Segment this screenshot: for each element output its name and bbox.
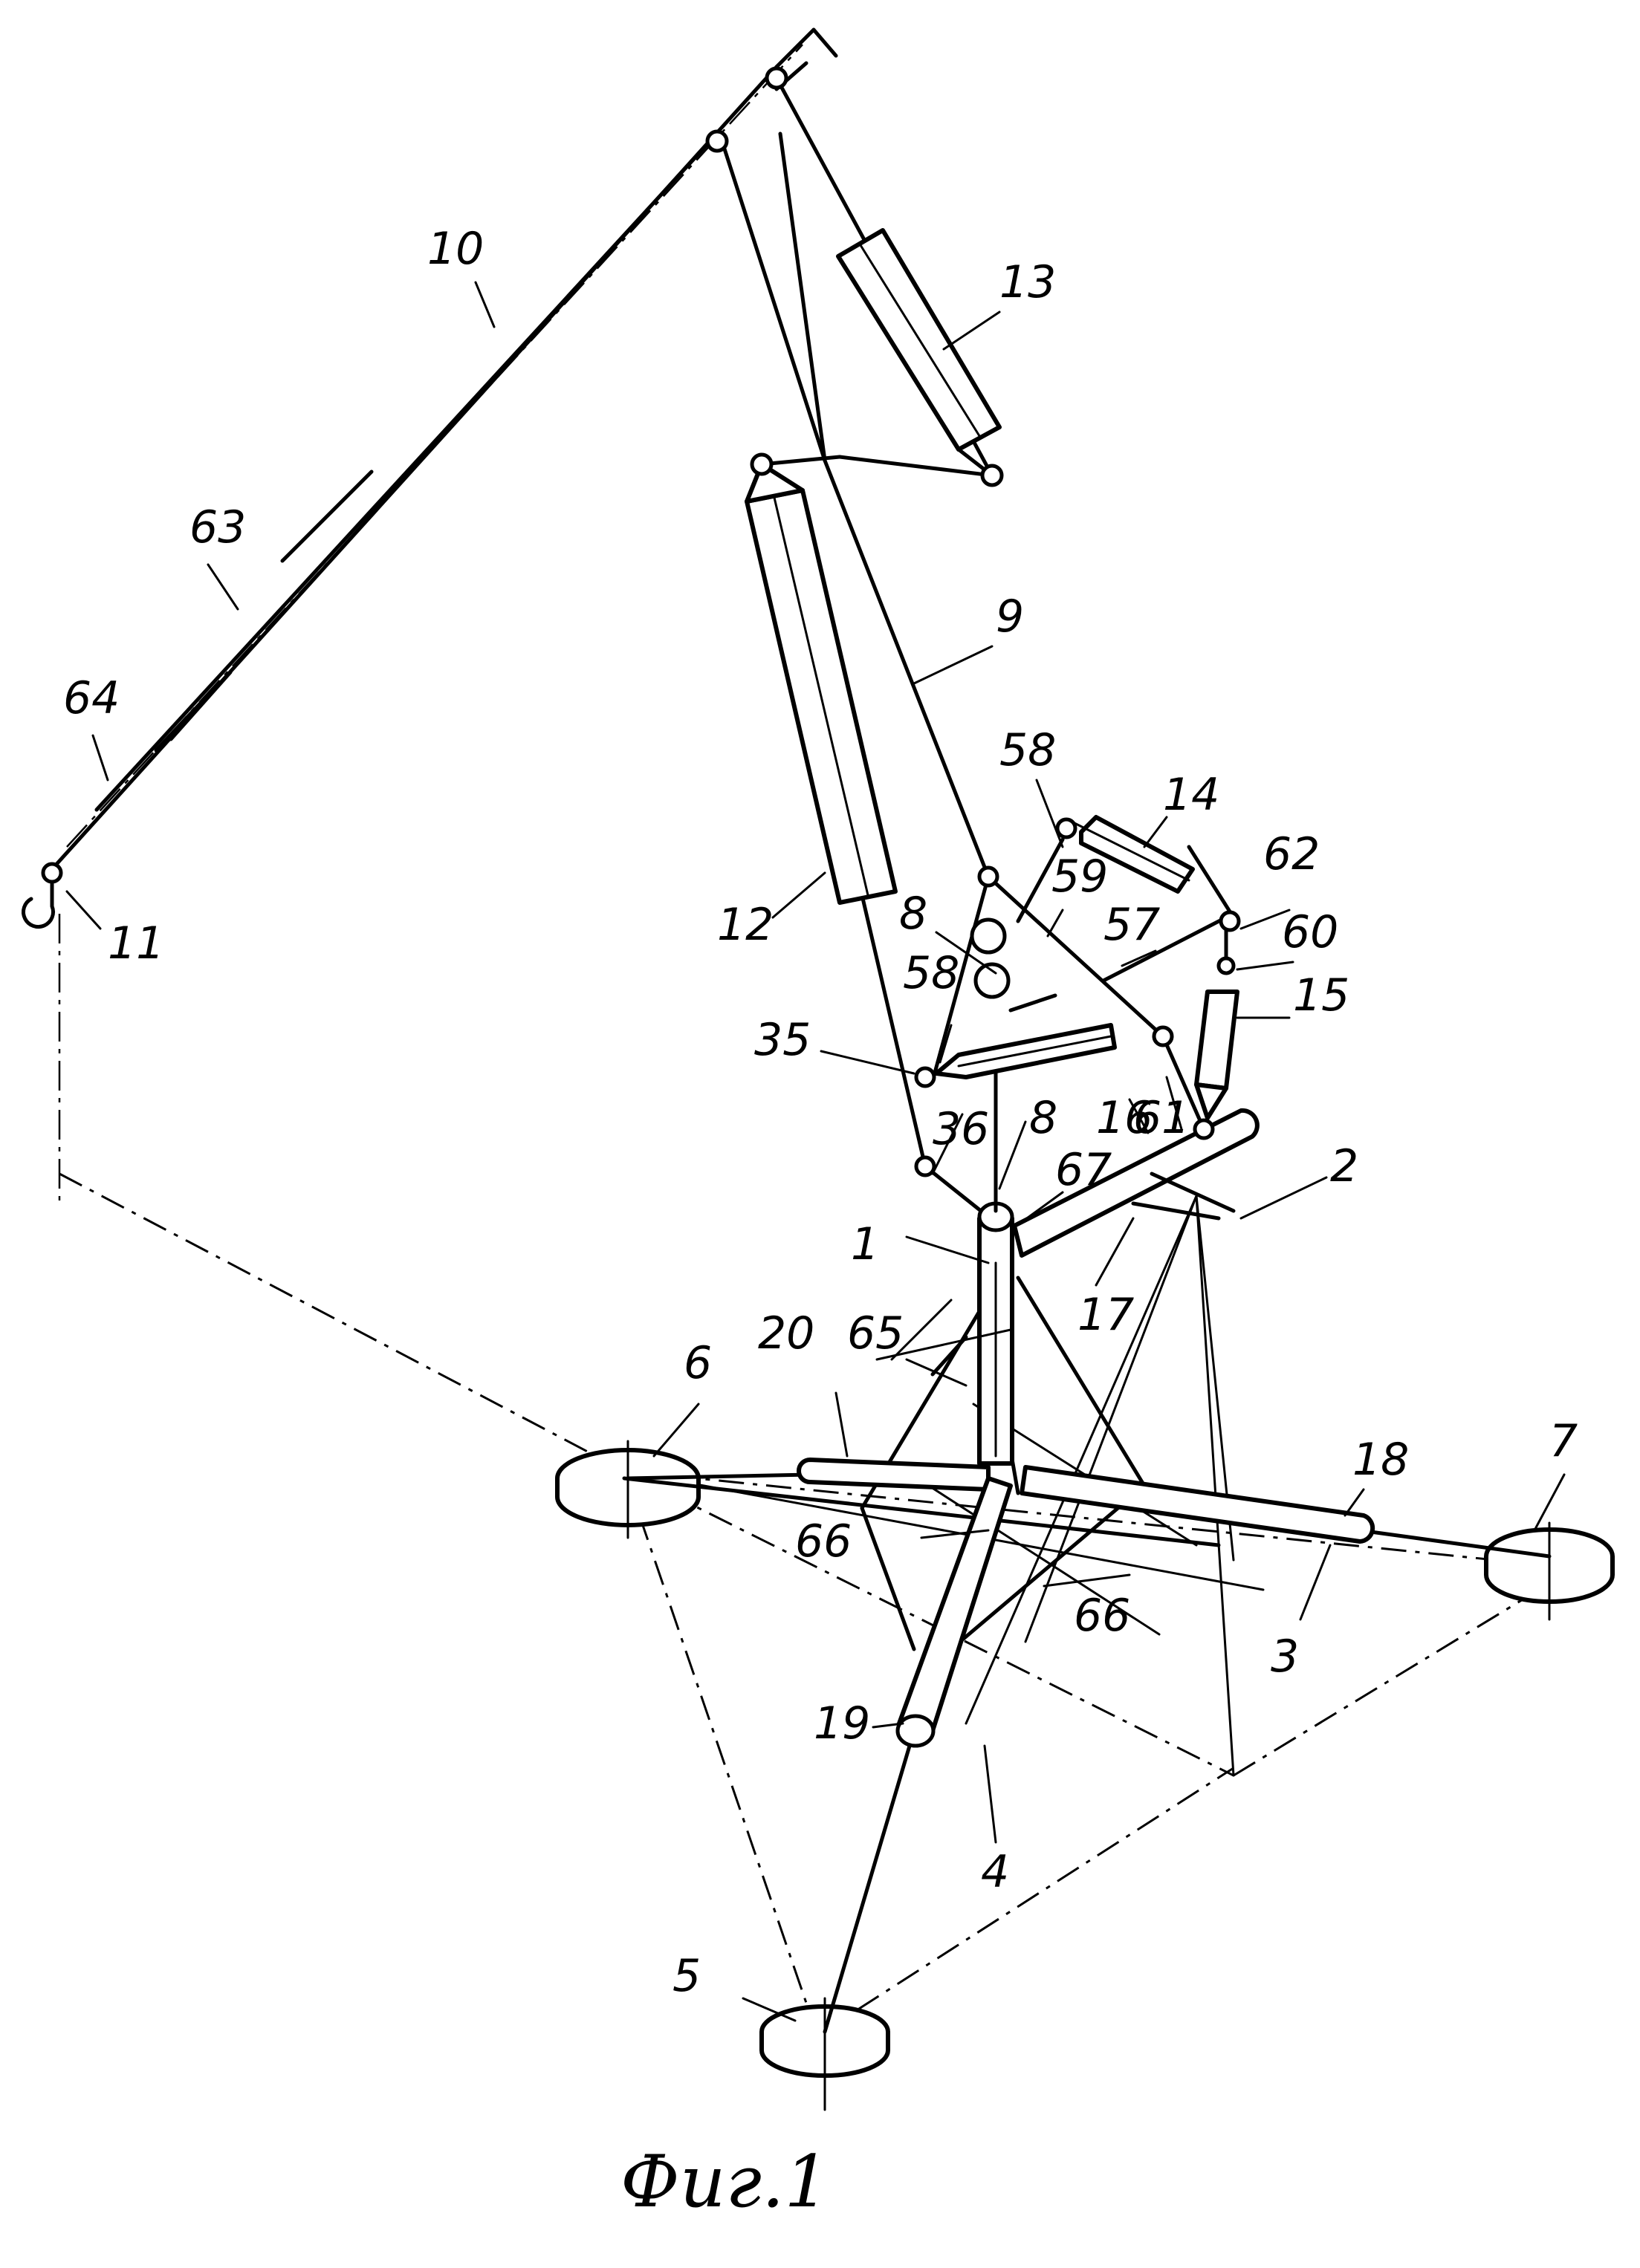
outrigger-foot-7 — [1486, 1523, 1613, 1619]
label-62: 62 — [1263, 828, 1320, 880]
label-4: 4 — [981, 1846, 1009, 1898]
label-59: 59 — [1051, 851, 1108, 903]
tie-rods — [624, 1475, 1549, 2032]
label-12: 12 — [717, 899, 774, 951]
label-66-left: 66 — [795, 1515, 852, 1567]
label-14: 14 — [1163, 769, 1219, 821]
label-63: 63 — [189, 501, 246, 553]
label-19: 19 — [814, 1697, 870, 1749]
label-8-low: 8 — [1029, 1092, 1057, 1144]
label-58-top: 58 — [999, 724, 1056, 776]
figure-caption: Фиг.1 — [620, 2140, 830, 2223]
label-64: 64 — [63, 672, 120, 724]
label-3: 3 — [1271, 1631, 1299, 1683]
label-66-right: 66 — [1074, 1590, 1130, 1642]
label-60: 60 — [1282, 906, 1338, 958]
label-57: 57 — [1103, 899, 1160, 951]
label-11: 11 — [108, 917, 164, 969]
label-58-mid: 58 — [903, 947, 959, 999]
cylinder-15 — [1196, 992, 1237, 1118]
outrigger-foot-6 — [557, 1441, 699, 1538]
label-36: 36 — [933, 1103, 989, 1155]
hook-11 — [24, 864, 61, 927]
label-67: 67 — [1055, 1144, 1112, 1196]
label-18: 18 — [1352, 1434, 1409, 1486]
label-15: 15 — [1293, 969, 1349, 1021]
label-8-top: 8 — [899, 888, 927, 940]
label-9: 9 — [996, 591, 1024, 643]
label-61: 61 — [1133, 1092, 1190, 1144]
reference-labels: 11 64 63 10 13 9 12 58 14 62 59 57 60 15… — [63, 223, 1578, 2002]
label-17: 17 — [1077, 1289, 1134, 1341]
label-20: 20 — [758, 1307, 814, 1359]
label-2: 2 — [1330, 1140, 1358, 1192]
label-7: 7 — [1549, 1415, 1578, 1467]
label-5: 5 — [672, 1950, 701, 2002]
label-1: 1 — [851, 1218, 879, 1270]
cylinder-12 — [747, 464, 895, 903]
label-13: 13 — [999, 256, 1056, 308]
cylinder-16 — [936, 1025, 1115, 1077]
label-65: 65 — [847, 1307, 904, 1359]
label-10: 10 — [427, 223, 484, 275]
cylinder-13 — [838, 230, 999, 475]
label-6: 6 — [684, 1337, 712, 1389]
outrigger-arm-20 — [799, 1460, 988, 1489]
label-35: 35 — [754, 1014, 811, 1066]
